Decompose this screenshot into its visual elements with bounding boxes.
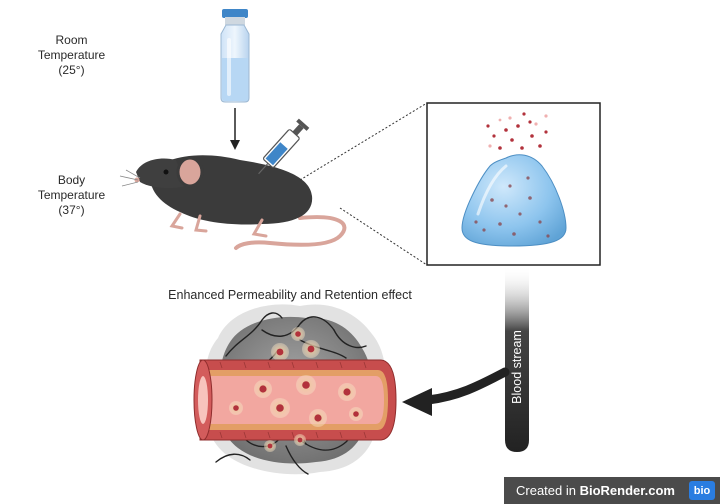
blood-stream-bar bbox=[505, 266, 529, 452]
curved-arrow-icon bbox=[402, 367, 510, 416]
blood-vessel-icon bbox=[193, 359, 397, 452]
body-temperature-label: Body Temperature (37°) bbox=[37, 173, 106, 217]
badge-text: Created in BioRender.com bbox=[516, 483, 675, 498]
room-temperature-label: Room Temperature (25°) bbox=[37, 33, 106, 77]
down-arrow-icon bbox=[230, 108, 240, 150]
biorender-logo-icon: bio bbox=[689, 481, 715, 500]
epr-effect-title: Enhanced Permeability and Retention effe… bbox=[168, 288, 412, 302]
hydrogel-icon bbox=[461, 112, 567, 247]
syringe-icon bbox=[258, 118, 310, 175]
mouse-icon bbox=[119, 155, 347, 250]
blood-stream-label: Blood stream bbox=[510, 330, 524, 404]
zoom-lines bbox=[299, 102, 428, 266]
biorender-badge[interactable]: Created in BioRender.com bio bbox=[504, 477, 720, 504]
vial-icon bbox=[220, 9, 250, 103]
